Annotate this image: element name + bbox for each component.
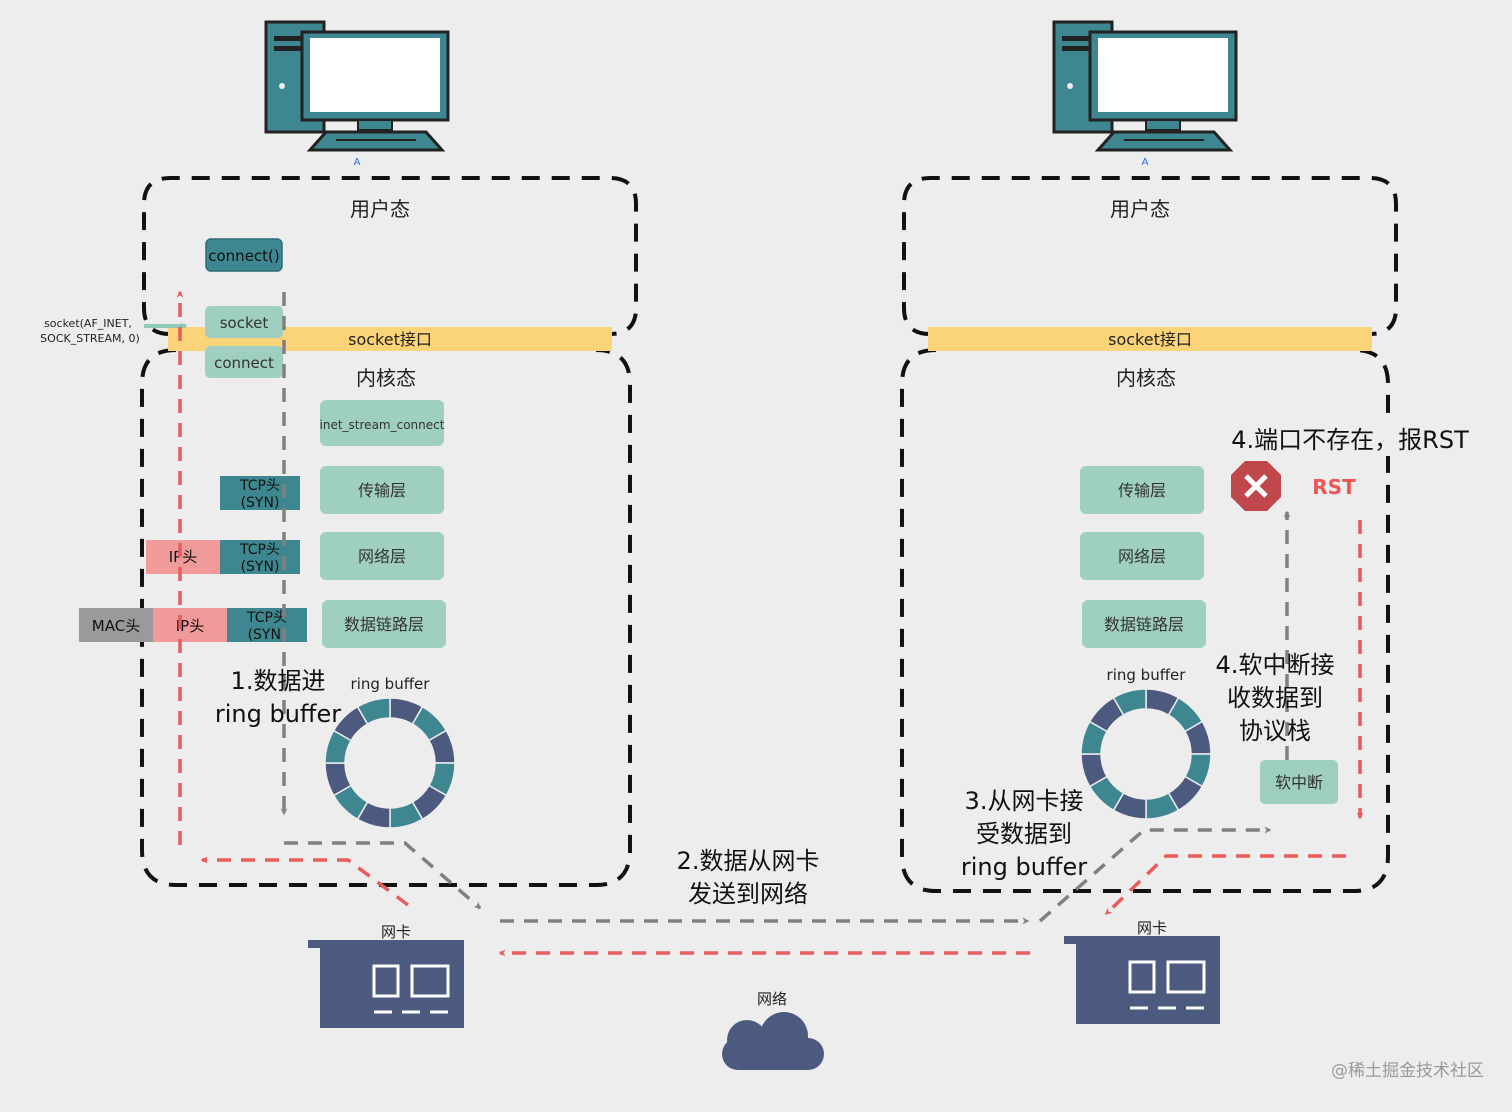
connect-box-label: connect <box>214 354 274 372</box>
right-ring-buffer <box>1080 688 1212 820</box>
tcp-header-1-line2: (SYN) <box>241 495 280 511</box>
network-label: 网络 <box>757 990 787 1008</box>
step4b-line3: 协议栈 <box>1239 717 1311 745</box>
right-datalink-layer-label: 数据链路层 <box>1104 615 1184 634</box>
socket-box <box>205 306 283 338</box>
left-transport-layer-label: 传输层 <box>358 481 406 500</box>
right-kernel-space-label: 内核态 <box>1116 366 1176 390</box>
error-x-icon <box>1231 461 1281 511</box>
socket-call-line1: socket(AF_INET, <box>44 317 132 330</box>
right-user-space-label: 用户态 <box>1110 197 1170 221</box>
left-user-space-label: 用户态 <box>350 197 410 221</box>
tcp-header-3 <box>227 608 307 642</box>
left-nic-label: 网卡 <box>381 923 411 941</box>
left-ring-buffer <box>324 697 456 829</box>
connect-box <box>205 346 283 378</box>
computer-icon-left: A <box>264 20 450 168</box>
left-network-layer-box <box>320 532 444 580</box>
mac-header-label: MAC头 <box>92 617 140 635</box>
mac-header <box>79 608 153 642</box>
right-socket-interface-bar <box>928 327 1372 351</box>
inet-stream-connect-label: inet_stream_connect <box>320 418 445 432</box>
inet-stream-connect-box <box>320 400 444 446</box>
step4b-line1: 4.软中断接 <box>1216 651 1335 679</box>
left-user-space-boundary <box>142 176 638 336</box>
computer-label-right: A <box>1142 157 1149 168</box>
network-card-icon-right <box>1064 936 1220 1024</box>
tcp-header-2-line1: TCP头 <box>239 542 280 558</box>
step2-line1: 2.数据从网卡 <box>677 847 820 875</box>
rst-label: RST <box>1312 475 1356 499</box>
left-red-from-nic-arrow <box>200 856 410 907</box>
network-card-icon-left <box>308 940 464 1028</box>
step4a-label: 4.端口不存在，报RST <box>1231 426 1469 454</box>
watermark: @稀土掘金技术社区 <box>1331 1061 1484 1081</box>
ip-header-1 <box>146 540 220 574</box>
tcp-header-2-line2: (SYN) <box>241 559 280 575</box>
step1-line2: ring buffer <box>215 700 341 728</box>
step2-line2: 发送到网络 <box>688 880 808 908</box>
step1-line1: 1.数据进 <box>231 667 326 695</box>
left-kernel-space-label: 内核态 <box>356 366 416 390</box>
socket-call-line2: SOCK_STREAM, 0) <box>40 332 140 345</box>
right-datalink-layer-box <box>1082 600 1206 648</box>
right-transport-layer-label: 传输层 <box>1118 481 1166 500</box>
right-transport-layer-box <box>1080 466 1204 514</box>
cloud-icon <box>722 1012 824 1070</box>
right-user-space-boundary <box>902 176 1398 336</box>
ip-header-1-label: IP头 <box>169 548 197 566</box>
left-network-layer-label: 网络层 <box>358 547 406 566</box>
ring-buffer-segment <box>1112 688 1147 717</box>
step4a-backdrop <box>1212 420 1488 456</box>
step3-line2: 受数据到 <box>976 820 1072 848</box>
left-kernel-space-boundary <box>140 348 632 887</box>
left-datalink-layer-box <box>322 600 446 648</box>
tcp-header-2 <box>220 540 300 574</box>
left-ring-buffer-label: ring buffer <box>351 675 431 693</box>
right-network-layer-box <box>1080 532 1204 580</box>
tcp-header-1 <box>220 476 300 510</box>
right-red-to-nic-arrow <box>1104 854 1346 916</box>
right-network-layer-label: 网络层 <box>1118 547 1166 566</box>
socket-box-label: socket <box>220 314 269 332</box>
left-transport-layer-box <box>320 466 444 514</box>
softirq-box <box>1260 760 1338 804</box>
computer-label-left: A <box>354 157 361 168</box>
step4b-line2: 收数据到 <box>1227 684 1323 712</box>
connect-call-label: connect() <box>208 247 280 265</box>
left-socket-interface-label: socket接口 <box>348 330 432 349</box>
tcp-header-3-line1: TCP头 <box>246 610 287 626</box>
left-datalink-layer-label: 数据链路层 <box>344 615 424 634</box>
right-socket-interface-label: socket接口 <box>1108 330 1192 349</box>
connect-call-box <box>205 238 283 272</box>
softirq-label: 软中断 <box>1275 773 1323 792</box>
computer-icon-right: A <box>1052 20 1238 168</box>
step3-line3: ring buffer <box>961 853 1087 881</box>
right-ring-buffer-label: ring buffer <box>1107 666 1187 684</box>
right-kernel-space-boundary <box>900 348 1390 893</box>
left-gray-to-network-arrow <box>284 841 482 910</box>
right-gray-from-network-arrow <box>1038 826 1272 923</box>
tcp-header-3-line2: (SYN) <box>248 627 287 643</box>
tcp-header-1-line1: TCP头 <box>239 478 280 494</box>
step3-line1: 3.从网卡接 <box>965 787 1084 815</box>
right-nic-label: 网卡 <box>1137 919 1167 937</box>
ip-header-2 <box>153 608 227 642</box>
ring-buffer-segment <box>356 697 391 726</box>
ip-header-2-label: IP头 <box>176 617 204 635</box>
